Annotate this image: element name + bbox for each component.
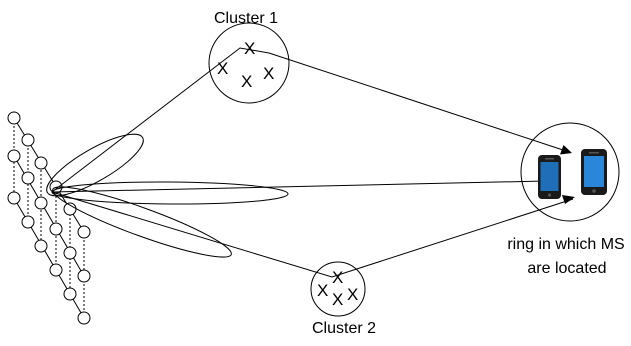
cluster-1-scatterers: X X X X [217,39,274,91]
path-via-cluster-1 [51,47,564,193]
ms-ring [520,122,620,222]
scatterer-mark: X [217,59,228,78]
scatterer-mark: X [332,290,343,309]
cluster-1-circle [208,22,290,104]
antenna-array-icon [7,111,91,325]
beam-lobe-upper [46,133,144,197]
scatterer-mark: X [244,39,255,58]
mobile-phone-icon [538,155,561,199]
scatterer-mark: X [317,281,328,300]
cluster-2-circle [310,261,366,317]
beam-lobe-lower [52,186,232,258]
scatterer-mark: X [241,72,252,91]
scatterer-mark: X [263,64,274,83]
propagation-paths [51,47,574,278]
arrowhead-cluster-2 [562,195,575,204]
mobile-phone-icon [581,149,607,195]
cluster-2-label: Cluster 2 [312,320,376,337]
beam-lobes [46,133,289,258]
path-via-cluster-2 [51,191,574,278]
scatterer-mark: X [332,268,343,287]
beam-lobe-middle [51,181,289,205]
cluster-1-label: Cluster 1 [214,10,278,27]
scatterer-mark: X [347,285,358,304]
cluster-2-scatterers: X X X X [317,268,358,309]
ms-ring-label-line2: are located [527,260,606,277]
ms-ring-label-line1: ring in which MS [507,236,624,253]
arrowhead-cluster-1 [560,145,572,155]
path-direct [51,180,546,193]
